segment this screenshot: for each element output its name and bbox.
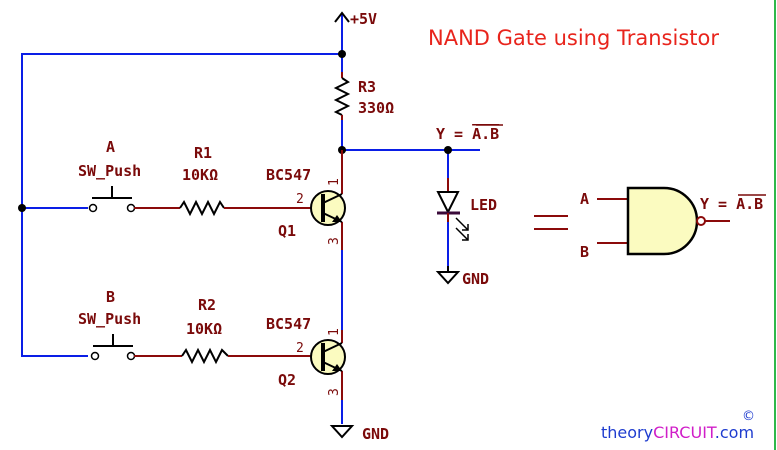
brand-logo: theoryCIRCUIT.com	[601, 423, 754, 442]
junction-dot	[444, 146, 452, 154]
nand-gate-icon	[597, 186, 730, 256]
gate-input-b: B	[580, 243, 589, 261]
led-icon	[436, 178, 469, 241]
r1-name: R1	[194, 144, 212, 162]
r3-value: 330Ω	[358, 99, 394, 117]
q1-name: Q1	[278, 222, 296, 240]
switch-b-part: SW_Push	[78, 310, 141, 328]
q1-pin1: 1	[327, 178, 342, 186]
diagram-title: NAND Gate using Transistor	[428, 26, 719, 50]
ground-icon	[435, 266, 461, 285]
switch-a-name: A	[106, 138, 115, 156]
copyright-symbol: ©	[742, 409, 755, 424]
gate-input-a: A	[580, 190, 589, 208]
q1-part: BC547	[266, 166, 311, 184]
r3-name: R3	[358, 78, 376, 96]
led-ground-label: GND	[462, 270, 489, 288]
transistor-q2	[310, 330, 346, 400]
junction-dot	[338, 50, 346, 58]
switch-b-name: B	[106, 288, 115, 306]
q2-name: Q2	[278, 371, 296, 389]
r2-name: R2	[198, 296, 216, 314]
resistor-r1	[179, 199, 318, 217]
resistor-r2	[181, 347, 318, 365]
push-switch-b	[90, 334, 182, 361]
q2-part: BC547	[266, 315, 311, 333]
transistor-q1	[310, 150, 346, 250]
ground-label: GND	[362, 425, 389, 443]
q1-pin3: 3	[327, 237, 342, 245]
wires	[21, 14, 480, 424]
q2-pin1: 1	[327, 328, 342, 336]
q1-pin2: 2	[296, 192, 304, 207]
q2-pin3: 3	[327, 388, 342, 396]
resistor-r3	[333, 72, 351, 120]
r1-value: 10KΩ	[182, 166, 218, 184]
switch-a-part: SW_Push	[78, 162, 141, 180]
r2-value: 10KΩ	[186, 320, 222, 338]
junctions	[18, 50, 452, 212]
q2-pin2: 2	[296, 341, 304, 356]
supply-label: +5V	[350, 10, 377, 28]
output-label: Y = A.B	[436, 125, 499, 143]
push-switch-a	[88, 186, 180, 213]
equivalent-sign-icon	[534, 215, 568, 230]
gate-output-label: Y = A.B	[700, 195, 763, 213]
ground-icon	[329, 425, 355, 439]
led-label: LED	[470, 196, 497, 214]
junction-dot	[18, 204, 26, 212]
vcc-arrow-icon	[334, 11, 350, 23]
